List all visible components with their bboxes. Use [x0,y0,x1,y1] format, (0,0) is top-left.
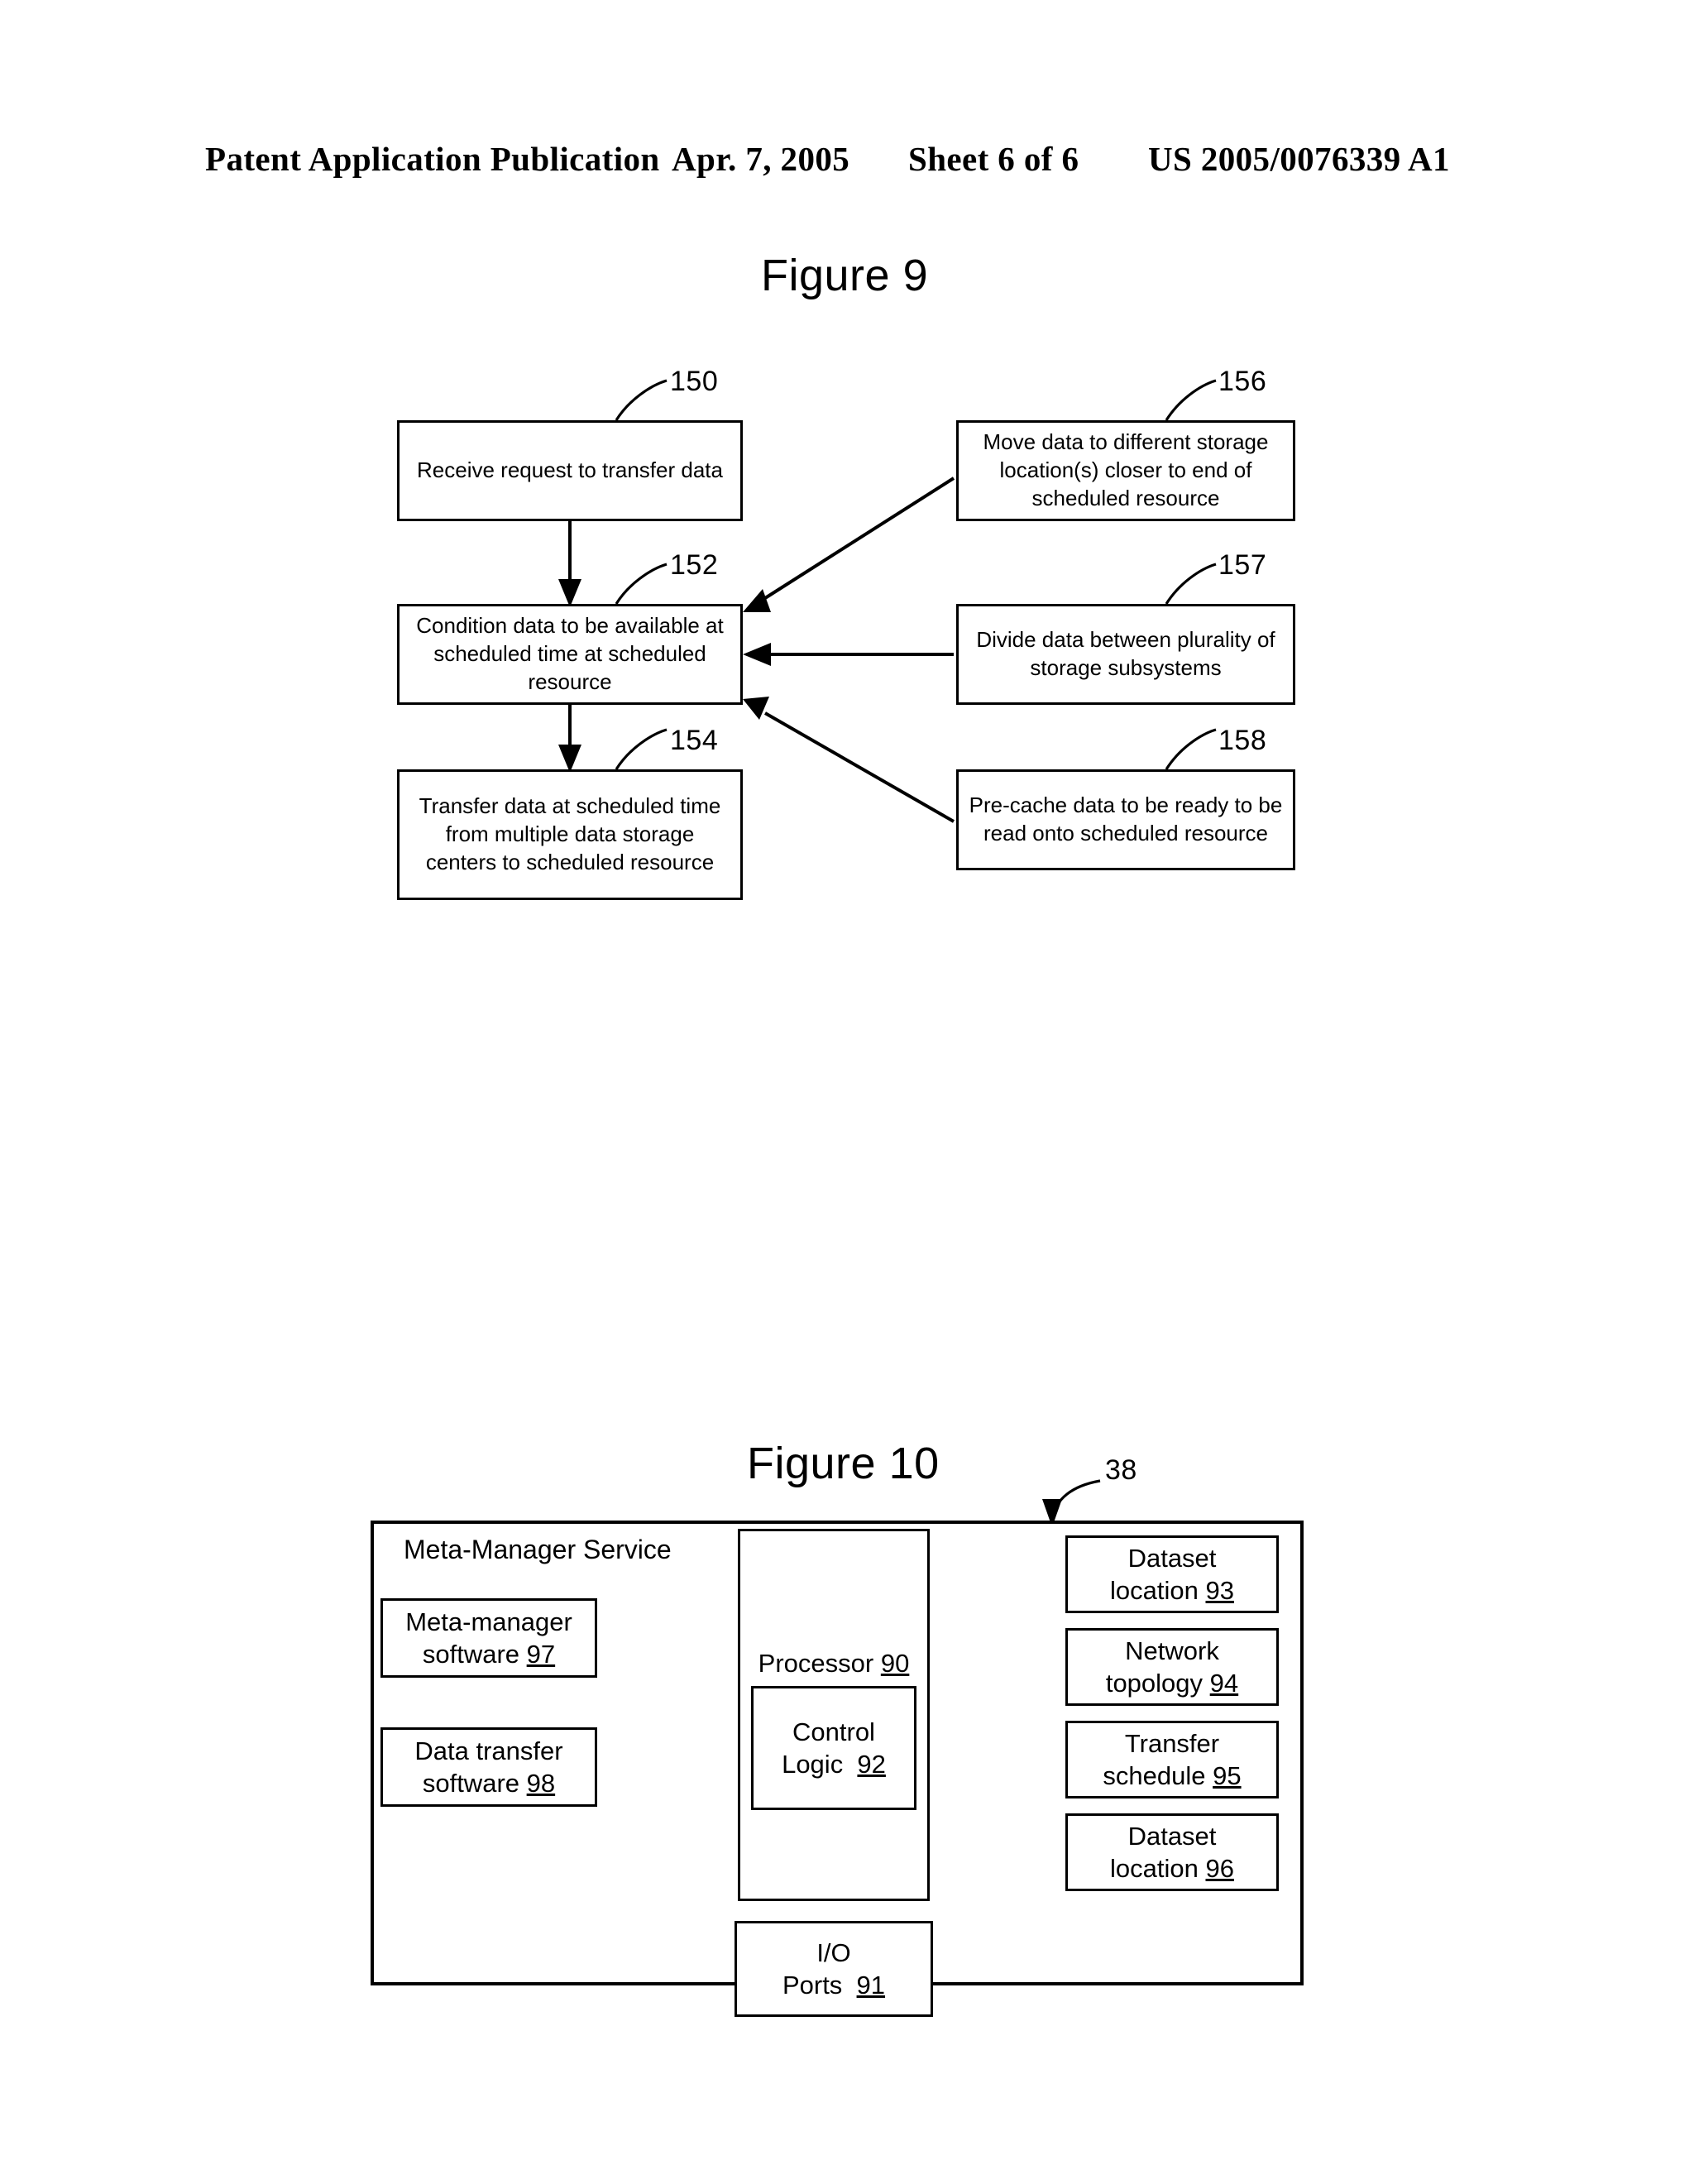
data-transfer-software-ref: 98 [526,1769,556,1798]
leader-line-152 [615,563,668,605]
dataset-location-93-line2: location [1110,1576,1199,1605]
arrowhead-156-152 [743,589,771,612]
flow-arrow-158-152 [764,711,955,823]
data-transfer-software-line2: software [422,1769,520,1798]
dataset-location-93-line1: Dataset [1127,1543,1217,1573]
transfer-schedule-95-line1: Transfer [1124,1728,1220,1758]
reference-numeral-158: 158 [1218,725,1267,756]
flow-box-154: Transfer data at scheduled time from mul… [397,769,743,900]
flow-arrow-156-152 [763,477,955,600]
flow-box-152: Condition data to be available at schedu… [397,604,743,705]
processor-label: Processor [758,1649,874,1678]
arrowhead-158-152 [743,697,769,720]
control-logic-ref: 92 [857,1750,886,1779]
meta-manager-software-line1: Meta-manager [405,1607,572,1636]
arrowhead-152-154 [558,745,581,773]
leader-line-156 [1165,379,1217,421]
leader-line-158 [1165,728,1217,770]
network-topology-94-ref: 94 [1209,1669,1239,1698]
io-ports-line1: I/O [816,1937,851,1967]
control-logic-box: Control Logic 92 [751,1686,916,1810]
transfer-schedule-95-line2: schedule [1103,1761,1206,1790]
meta-manager-software-line2: software [422,1640,520,1669]
document-number: US 2005/0076339 A1 [1148,140,1450,178]
dataset-location-93-box: Dataset location 93 [1065,1535,1279,1613]
flow-box-157: Divide data between plurality of storage… [956,604,1295,705]
reference-numeral-156: 156 [1218,366,1267,397]
network-topology-94-line1: Network [1125,1636,1219,1665]
data-transfer-software-box: Data transfer software 98 [380,1727,597,1807]
network-topology-94-box: Network topology 94 [1065,1628,1279,1706]
dataset-location-96-line1: Dataset [1127,1821,1217,1851]
meta-manager-software-ref: 97 [526,1640,556,1669]
meta-manager-service-label: Meta-Manager Service [404,1535,672,1564]
sheet-number: Sheet 6 of 6 [908,140,1079,178]
transfer-schedule-95-box: Transfer schedule 95 [1065,1721,1279,1798]
publication-date: Apr. 7, 2005 [672,140,850,178]
dataset-location-93-ref: 93 [1205,1576,1234,1605]
arrowhead-157-152 [743,643,771,666]
flow-box-156: Move data to different storage location(… [956,420,1295,521]
page-header: Patent Application Publication Apr. 7, 2… [0,139,1694,185]
publication-label: Patent Application Publication [205,140,660,178]
processor-ref: 90 [880,1649,910,1678]
dataset-location-96-line2: location [1110,1854,1199,1883]
reference-numeral-154: 154 [670,725,719,756]
figure-9-title: Figure 9 [761,251,929,300]
dataset-location-96-ref: 96 [1205,1854,1234,1883]
leader-line-154 [615,728,668,770]
data-transfer-software-line1: Data transfer [414,1736,563,1765]
transfer-schedule-95-ref: 95 [1213,1761,1242,1790]
io-ports-box: I/O Ports 91 [735,1921,933,2017]
reference-numeral-152: 152 [670,549,719,581]
reference-numeral-38: 38 [1105,1454,1137,1486]
figure-10-title: Figure 10 [747,1439,940,1488]
control-logic-line1: Control [792,1717,875,1746]
leader-line-150 [615,379,668,421]
network-topology-94-line2: topology [1105,1669,1204,1698]
reference-numeral-150: 150 [670,366,719,397]
leader-line-38 [1050,1479,1101,1520]
leader-line-157 [1165,563,1217,605]
io-ports-ref: 91 [856,1971,886,2000]
reference-numeral-157: 157 [1218,549,1267,581]
arrowhead-150-152 [558,579,581,607]
control-logic-line2: Logic [782,1750,844,1779]
meta-manager-software-box: Meta-manager software 97 [380,1598,597,1678]
io-ports-line2: Ports [782,1971,843,2000]
flow-box-150: Receive request to transfer data [397,420,743,521]
flow-box-158: Pre-cache data to be ready to be read on… [956,769,1295,870]
dataset-location-96-box: Dataset location 96 [1065,1813,1279,1891]
